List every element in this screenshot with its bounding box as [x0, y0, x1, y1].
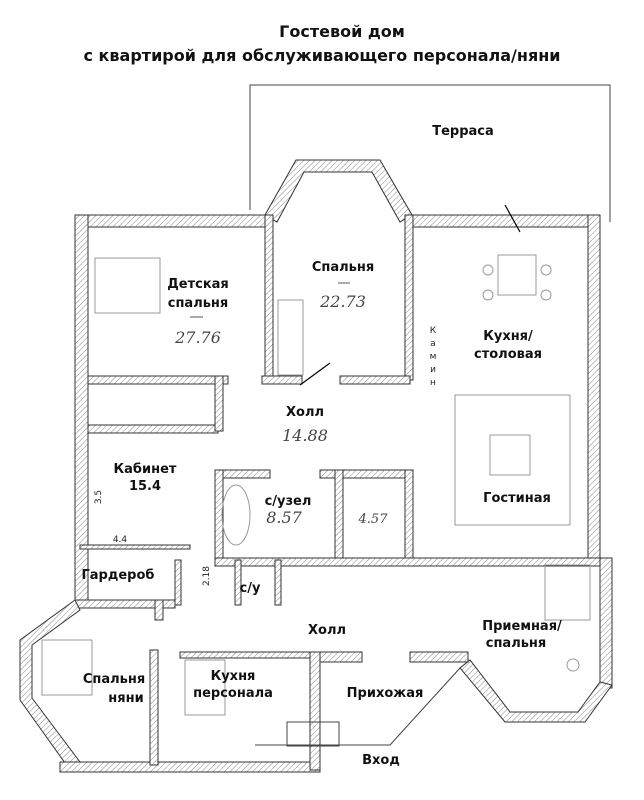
label-wardrobe: Гардероб — [82, 568, 155, 583]
area-hall-upper: 14.88 — [282, 426, 328, 445]
label-kids-bedroom-1: Детская — [167, 277, 229, 292]
label-fireplace: К а м и н — [430, 326, 437, 388]
label-wc: с/у — [240, 581, 261, 596]
terrace-outline — [249, 84, 611, 222]
bed-icon-4 — [544, 564, 591, 621]
label-reception-1: Приемная/ — [482, 619, 562, 634]
label-entrance: Вход — [362, 753, 400, 768]
dining-table-icon — [497, 254, 537, 296]
plan-title-line1: Гостевой дом — [279, 22, 405, 41]
area-small-bath: 4.57 — [358, 512, 389, 527]
label-bathroom: с/узел — [265, 494, 312, 509]
svg-text:а: а — [430, 339, 436, 349]
area-bathroom: 8.57 — [266, 508, 302, 527]
label-kitchen-dining-1: Кухня/ — [483, 329, 533, 344]
label-nanny-bedroom-1: Спальня — [83, 672, 145, 687]
label-nanny-bedroom-2: няни — [108, 691, 143, 706]
svg-text:и: и — [430, 365, 436, 375]
arrow-marker-2 — [504, 204, 521, 233]
arrow-marker — [299, 362, 331, 386]
svg-text:м: м — [430, 352, 437, 362]
plan-title-line2: с квартирой для обслуживающего персонала… — [83, 46, 561, 65]
dim-study-length: 4.4 — [113, 535, 128, 545]
label-hall-upper: Холл — [286, 405, 324, 420]
walls — [19, 159, 613, 773]
dim-wardrobe: 2.18 — [202, 566, 212, 586]
entrance-step — [286, 721, 340, 747]
area-study: 15.4 — [129, 479, 161, 494]
label-staff-kitchen-1: Кухня — [211, 669, 256, 684]
label-staff-kitchen-2: персонала — [193, 686, 273, 701]
bathtub-icon — [221, 484, 251, 546]
bed-icon — [94, 257, 161, 314]
area-kids-bedroom: 27.76 — [174, 328, 221, 347]
label-living: Гостиная — [483, 491, 551, 506]
furniture — [41, 254, 591, 716]
bed-icon-3 — [41, 639, 93, 696]
label-kitchen-dining-2: столовая — [474, 347, 542, 362]
dim-study-width: 3.5 — [94, 490, 104, 504]
rug-icon — [454, 394, 571, 526]
bed-icon-2 — [277, 299, 304, 376]
label-kids-bedroom-2: спальня — [168, 296, 229, 311]
entrance-outline — [255, 667, 461, 746]
svg-text:К: К — [430, 326, 437, 336]
label-reception-2: спальня — [486, 636, 547, 651]
label-entrance-hall: Прихожая — [347, 686, 424, 701]
label-terrace: Терраса — [432, 124, 494, 139]
svg-text:н: н — [430, 378, 436, 388]
label-study: Кабинет — [114, 462, 177, 477]
label-bedroom: Спальня — [312, 260, 374, 275]
area-bedroom: 22.73 — [319, 292, 366, 311]
label-hall-lower: Холл — [308, 623, 346, 638]
